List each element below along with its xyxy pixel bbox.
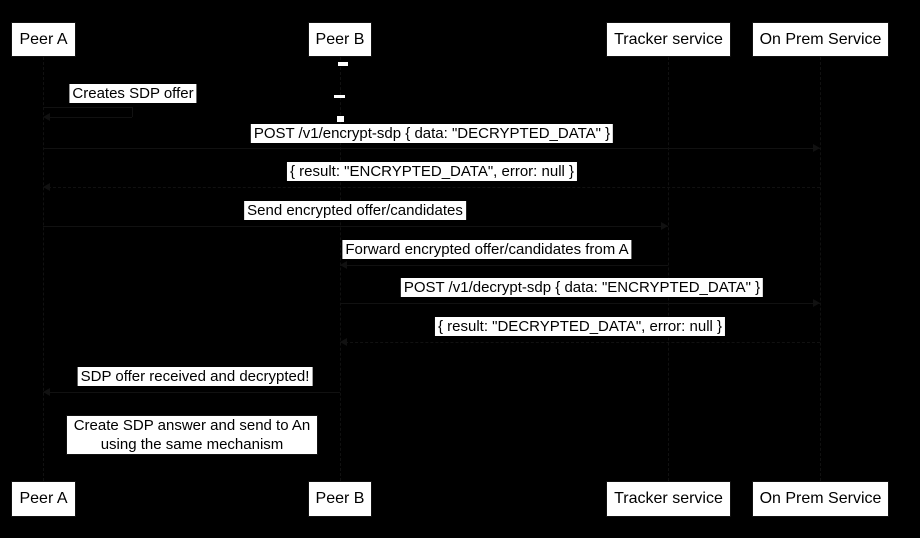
note-line-1: Create SDP answer and send to An (73, 417, 311, 434)
message-post-encrypt-sdp: POST /v1/encrypt-sdp { data: "DECRYPTED_… (250, 124, 614, 143)
actor-peer-a-bottom: Peer A (11, 481, 76, 517)
arrow-result-encrypted (43, 187, 820, 188)
message-post-decrypt-sdp: POST /v1/decrypt-sdp { data: "ENCRYPTED_… (400, 278, 764, 297)
message-creates-sdp-offer: Creates SDP offer (69, 84, 197, 103)
actor-tracker-top: Tracker service (606, 22, 731, 57)
actor-peer-a-top: Peer A (11, 22, 76, 57)
lifeline-peer-b (340, 57, 341, 481)
lifeline-peer-a (43, 57, 44, 481)
message-forward-encrypted: Forward encrypted offer/candidates from … (342, 240, 632, 259)
arrowhead-result-encrypted (43, 183, 50, 191)
note-line-2: using the same mechanism (100, 436, 284, 453)
message-offer-received: SDP offer received and decrypted! (77, 367, 313, 386)
actor-label: Peer B (315, 490, 365, 507)
arrowhead-result-decrypted (340, 338, 347, 346)
actor-label: Tracker service (614, 490, 723, 507)
actor-label: Peer A (19, 490, 68, 507)
arrowhead-post-decrypt (813, 299, 820, 307)
message-result-encrypted: { result: "ENCRYPTED_DATA", error: null … (286, 162, 578, 181)
actor-label: Tracker service (614, 30, 723, 48)
lifeline-dash (337, 116, 344, 122)
arrowhead-send-encrypted (661, 222, 668, 230)
actor-onprem-bottom: On Prem Service (752, 481, 889, 517)
arrowhead-creates-offer (43, 113, 50, 121)
lifeline-dash (334, 95, 345, 98)
arrow-post-decrypt (340, 303, 820, 304)
actor-label: Peer A (19, 30, 68, 48)
arrow-self-creates-offer-return (49, 117, 132, 118)
actor-tracker-bottom: Tracker service (606, 481, 731, 517)
actor-peer-b-top: Peer B (308, 22, 372, 57)
actor-label: On Prem Service (759, 30, 882, 48)
lifeline-dash (338, 62, 348, 66)
actor-label: Peer B (315, 30, 365, 48)
arrow-self-creates-offer-side (132, 107, 133, 117)
note-create-sdp-answer: Create SDP answer and send to An using t… (66, 415, 318, 455)
actor-onprem-top: On Prem Service (752, 22, 889, 57)
lifeline-tracker (668, 57, 669, 481)
arrowhead-forward-encrypted (340, 261, 347, 269)
message-send-encrypted: Send encrypted offer/candidates (244, 201, 466, 220)
arrow-forward-encrypted (340, 265, 668, 266)
arrow-result-decrypted (340, 342, 820, 343)
lifeline-onprem (820, 57, 821, 481)
arrow-post-encrypt (43, 148, 820, 149)
arrowhead-offer-received (43, 388, 50, 396)
arrowhead-post-encrypt (813, 144, 820, 152)
arrow-offer-received (43, 392, 340, 393)
message-result-decrypted: { result: "DECRYPTED_DATA", error: null … (434, 317, 726, 336)
actor-label: On Prem Service (759, 490, 882, 507)
arrow-self-creates-offer-top (43, 107, 132, 108)
arrow-send-encrypted (43, 226, 668, 227)
actor-peer-b-bottom: Peer B (308, 481, 372, 517)
